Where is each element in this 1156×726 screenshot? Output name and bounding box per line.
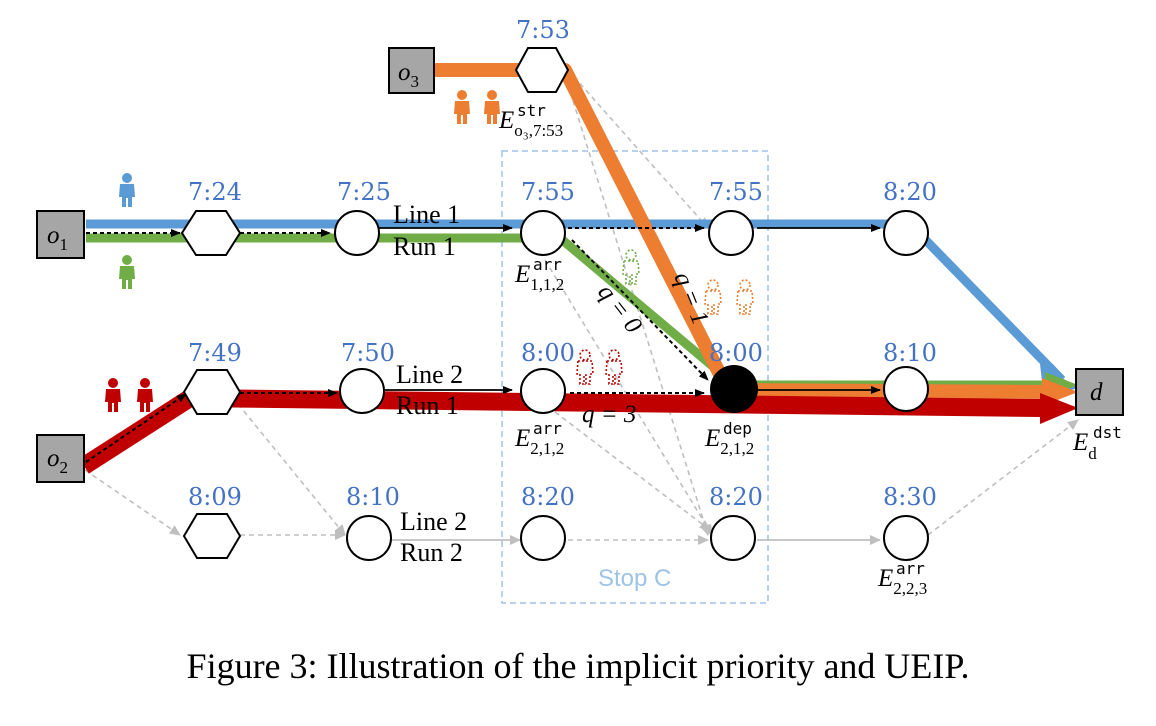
svg-text:8:20: 8:20 [709,483,763,511]
svg-text:Ed: Ed [1072,429,1097,463]
svg-text:7:50: 7:50 [341,339,395,367]
person-icon-red-2 [137,378,153,412]
stop-c-box [501,150,769,604]
ghost-person-icon-red-2 [605,349,623,385]
stop-c-label: Stop C [598,565,671,592]
svg-text:Run 1: Run 1 [393,232,456,261]
svg-text:o2: o2 [47,445,68,477]
event-circles [334,210,929,561]
flow-arrowheads [1040,364,1078,424]
person-icon-blue [119,173,135,207]
svg-text:7:49: 7:49 [188,339,242,367]
node-l1-n1 [334,210,380,256]
svg-text:E2,2,3: E2,2,3 [877,565,927,598]
node-l1-n2 [520,210,566,256]
svg-text:Line 2: Line 2 [396,360,463,389]
event-label-o3-str: Eo₃,7:53 str [498,101,563,140]
gray-dashed-edges [84,69,1079,545]
svg-text:E1,1,2: E1,1,2 [514,261,564,294]
node-l2-n1 [339,368,385,414]
person-icon-orange-2 [484,90,500,124]
svg-text:7:55: 7:55 [521,178,575,206]
node-r2-n1 [346,515,392,561]
svg-text:Line 2: Line 2 [400,507,467,536]
time-labels: 7:53 7:24 7:25 7:55 7:55 8:20 7:49 7:50 … [188,16,937,511]
svg-text:o3: o3 [398,59,419,91]
svg-text:8:09: 8:09 [188,483,242,511]
person-icon-red-1 [105,378,121,412]
person-icon-orange-1 [454,90,470,124]
svg-text:o1: o1 [47,222,68,254]
svg-text:8:00: 8:00 [521,339,575,367]
svg-text:8:10: 8:10 [883,339,937,367]
svg-text:dep: dep [723,419,752,438]
event-label-e223-arr: E2,2,3 arr [877,559,927,598]
node-l1-n3 [708,210,754,256]
svg-text:8:10: 8:10 [346,483,400,511]
svg-text:Eo₃,7:53: Eo₃,7:53 [498,107,563,140]
svg-text:arr: arr [533,255,562,274]
node-l2-n4 [883,366,929,412]
origin-o3: o3 [388,47,435,94]
black-dashed-edges [85,224,709,463]
node-r2-n2 [520,515,566,561]
hex-line1-start [180,210,242,256]
svg-text:Run 1: Run 1 [396,391,459,420]
svg-text:dst: dst [1093,423,1122,442]
svg-text:E2,1,2: E2,1,2 [704,425,754,458]
svg-text:7:53: 7:53 [516,16,570,44]
event-label-e212-arr: E2,1,2 arr [514,419,564,458]
svg-text:7:25: 7:25 [337,178,391,206]
svg-text:8:20: 8:20 [883,178,937,206]
svg-text:E2,1,2: E2,1,2 [514,425,564,458]
svg-text:d: d [1090,379,1103,406]
event-label-e112-arr: E1,1,2 arr [514,255,564,294]
line-run-labels: Line 1 Run 1 Line 2 Run 1 Line 2 Run 2 [393,200,467,567]
svg-text:7:24: 7:24 [188,178,242,206]
origin-o2: o2 [36,434,85,483]
svg-text:7:55: 7:55 [709,178,763,206]
hex-o3-start [514,47,570,93]
origin-o1: o1 [36,210,85,259]
svg-text:Line 1: Line 1 [393,200,460,229]
hex-line2-start [182,369,242,415]
node-l2-n3-departure [710,365,758,413]
ghost-person-icon-red-1 [576,349,594,385]
svg-text:arr: arr [533,419,562,438]
event-label-e212-dep: E2,1,2 dep [704,419,754,458]
hex-run2-start [182,513,242,559]
black-solid-edges [370,224,881,394]
start-hexagons [180,47,570,559]
q-label-3: q = 3 [582,401,636,428]
svg-text:Run 2: Run 2 [400,538,463,567]
figure-caption: Figure 3: Illustration of the implicit p… [187,646,970,686]
ghost-person-icon-orange-2 [736,279,754,315]
node-r2-n3 [710,515,756,561]
svg-text:8:30: 8:30 [883,483,937,511]
node-l1-n4 [883,210,929,256]
event-label-ed-dst: Ed dst [1072,423,1122,463]
node-l2-n2 [520,368,566,414]
node-r2-n4 [883,515,929,561]
svg-text:8:20: 8:20 [521,483,575,511]
ghost-person-icon-orange-1 [704,279,722,315]
person-icon-green [119,255,135,289]
svg-text:str: str [517,101,546,120]
destination-d: d [1075,368,1124,416]
svg-text:arr: arr [896,559,925,578]
svg-text:8:00: 8:00 [709,339,763,367]
